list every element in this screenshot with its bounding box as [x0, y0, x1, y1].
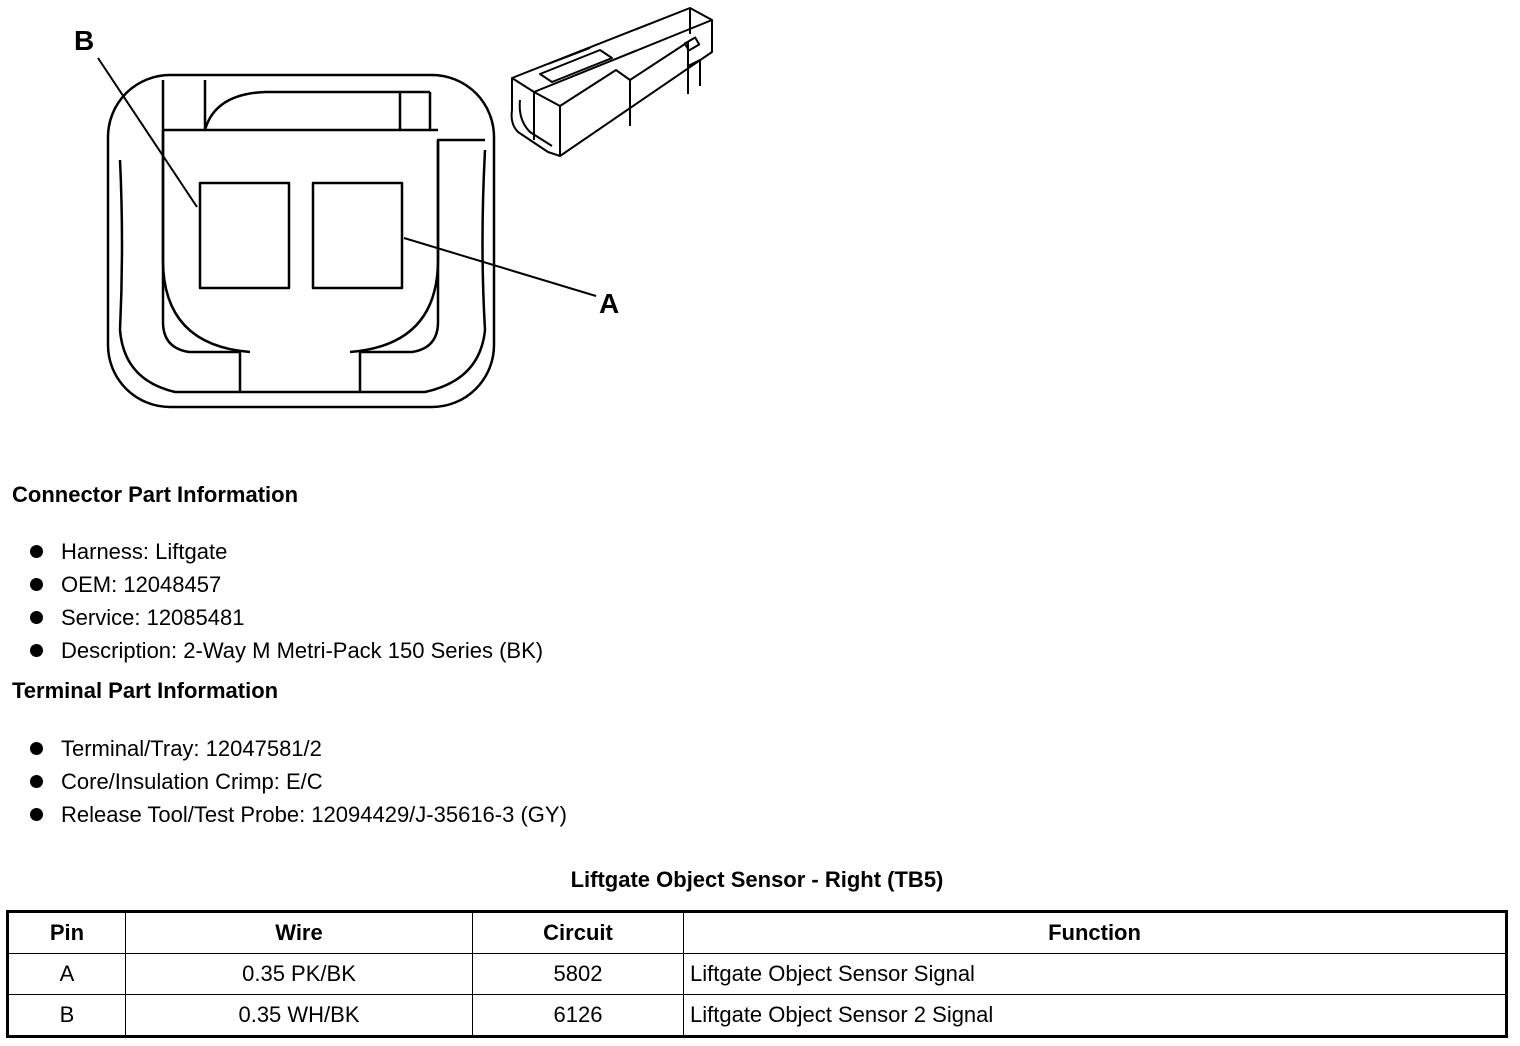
bullet-icon — [30, 611, 43, 624]
list-item-text: OEM: 12048457 — [61, 571, 222, 597]
cavity-a — [311, 181, 404, 290]
list-item: Release Tool/Test Probe: 12094429/J-3561… — [30, 798, 567, 831]
list-item-text: Service: 12085481 — [61, 604, 245, 630]
list-item-text: Release Tool/Test Probe: 12094429/J-3561… — [61, 801, 567, 827]
pinout-table: Pin Wire Circuit Function A 0.35 PK/BK 5… — [6, 910, 1508, 1038]
bullet-icon — [30, 808, 43, 821]
list-item-text: Core/Insulation Crimp: E/C — [61, 768, 323, 794]
table-row: A 0.35 PK/BK 5802 Liftgate Object Sensor… — [7, 953, 1507, 995]
list-item: Core/Insulation Crimp: E/C — [30, 765, 567, 798]
terminal-part-info-list: Terminal/Tray: 12047581/2 Core/Insulatio… — [30, 732, 567, 831]
header-function: Function — [683, 911, 1507, 954]
header-wire: Wire — [125, 911, 473, 954]
connector-terminal-face — [161, 128, 440, 354]
list-item: Harness: Liftgate — [30, 535, 543, 568]
list-item-text: Description: 2-Way M Metri-Pack 150 Seri… — [61, 637, 544, 663]
terminal-part-info-heading: Terminal Part Information — [12, 678, 279, 703]
pin-a-label: A — [599, 288, 619, 319]
list-item: OEM: 12048457 — [30, 568, 543, 601]
table-row: B 0.35 WH/BK 6126 Liftgate Object Sensor… — [7, 994, 1507, 1037]
cell-function: Liftgate Object Sensor Signal — [683, 953, 1507, 995]
list-item: Terminal/Tray: 12047581/2 — [30, 732, 567, 765]
cell-function: Liftgate Object Sensor 2 Signal — [683, 994, 1507, 1037]
list-item: Description: 2-Way M Metri-Pack 150 Seri… — [30, 634, 543, 667]
list-item: Service: 12085481 — [30, 601, 543, 634]
connector-part-info-list: Harness: Liftgate OEM: 12048457 Service:… — [30, 535, 543, 667]
connector-inner-shell — [161, 80, 485, 394]
cell-pin: B — [7, 994, 126, 1037]
leader-line-a — [403, 237, 597, 297]
bullet-icon — [30, 545, 43, 558]
connector-diagram: B A — [74, 7, 713, 409]
table-header-row: Pin Wire Circuit Function — [7, 911, 1507, 954]
cell-circuit: 5802 — [472, 953, 684, 995]
cavity-b — [198, 181, 291, 290]
cell-circuit: 6126 — [472, 994, 684, 1037]
cell-wire: 0.35 PK/BK — [125, 953, 473, 995]
bullet-icon — [30, 775, 43, 788]
list-item-text: Terminal/Tray: 12047581/2 — [61, 735, 322, 761]
list-item-text: Harness: Liftgate — [61, 538, 228, 564]
cell-pin: A — [7, 953, 126, 995]
header-pin: Pin — [7, 911, 126, 954]
cell-wire: 0.35 WH/BK — [125, 994, 473, 1037]
connector-part-info-heading: Connector Part Information — [12, 482, 299, 507]
bullet-icon — [30, 644, 43, 657]
connector-latch-pocket — [203, 80, 432, 132]
pinout-table-title: Liftgate Object Sensor - Right (TB5) — [570, 867, 944, 892]
pin-b-label: B — [74, 25, 94, 56]
bullet-icon — [30, 578, 43, 591]
header-circuit: Circuit — [472, 911, 684, 954]
connector-outer-housing — [106, 73, 496, 409]
bullet-icon — [30, 742, 43, 755]
leader-line-b — [97, 57, 198, 208]
connector-isometric-icon — [510, 7, 713, 157]
